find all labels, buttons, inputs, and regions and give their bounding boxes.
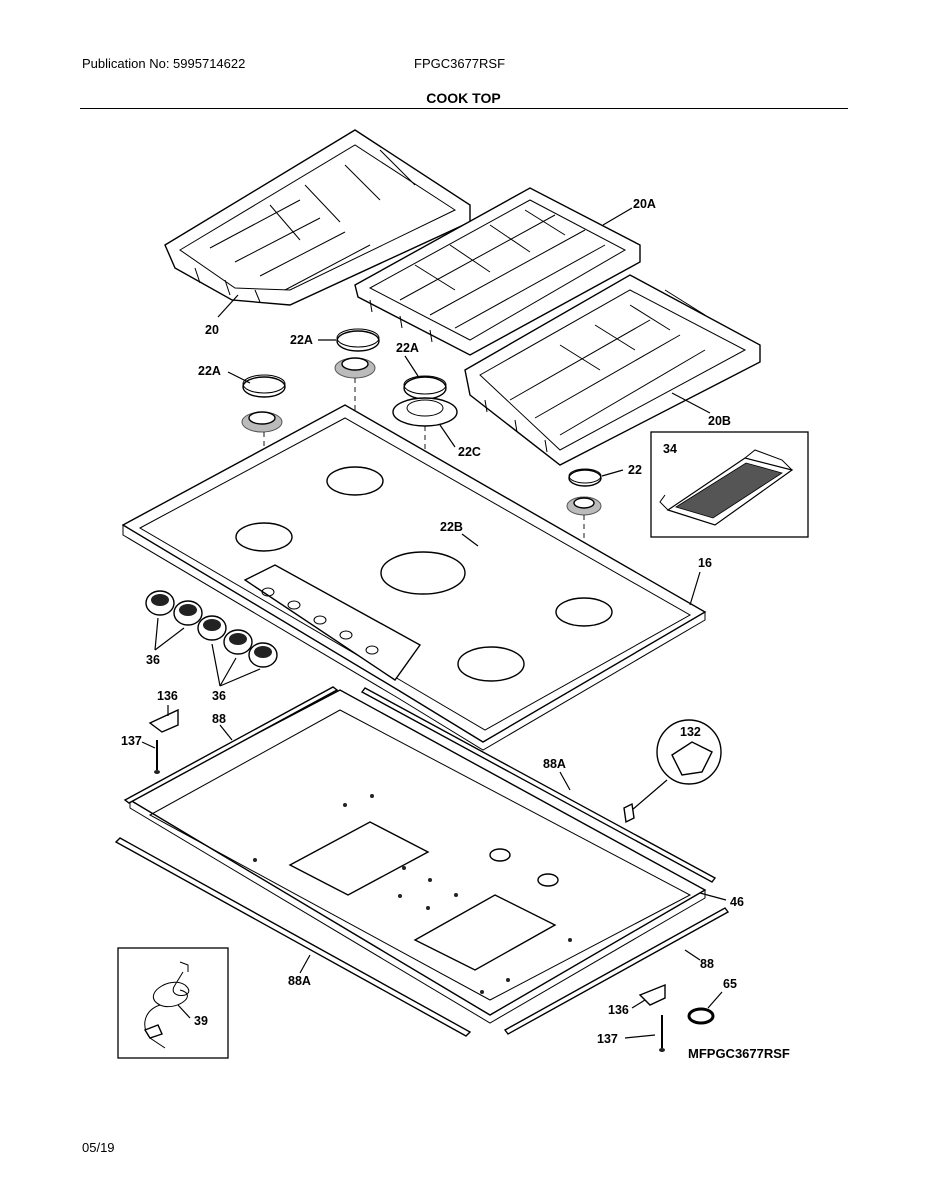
callout-cooktop: 16 — [698, 556, 712, 570]
screw-bottom — [659, 1015, 665, 1052]
bracket-top — [148, 708, 179, 733]
callout-griddle: 34 — [663, 442, 677, 456]
control-knobs — [145, 590, 278, 668]
callout-grommet: 65 — [723, 977, 737, 991]
igniter-detail — [623, 719, 722, 824]
callout-screw-bottom: 137 — [597, 1032, 618, 1046]
callout-knob-group: 36 — [212, 689, 226, 703]
callout-labels: 20 20A 20B 34 22A 22A 22A 22C 22 22B 16 … — [121, 197, 790, 1061]
callout-box: 46 — [730, 895, 744, 909]
screw-top — [154, 740, 160, 774]
footer-date: 05/19 — [82, 1140, 115, 1155]
grommet — [687, 1007, 715, 1025]
callout-cap-large: 22B — [440, 520, 463, 534]
trim-strips — [114, 686, 730, 1037]
burner-head-right — [566, 496, 602, 516]
burner-head-left — [241, 411, 283, 433]
grate-center — [354, 187, 641, 356]
burner-head-center — [392, 397, 458, 427]
callout-screw-top: 137 — [121, 734, 142, 748]
callout-grate-left: 20 — [205, 323, 219, 337]
callout-trim-left: 88A — [288, 974, 311, 988]
callout-trim-bottom: 88 — [700, 957, 714, 971]
callout-cap-back-left: 22A — [290, 333, 313, 347]
cord-inset — [117, 947, 229, 1059]
callout-grate-center: 20A — [633, 197, 656, 211]
burner-head-back-left — [334, 357, 376, 379]
callout-trim-top: 88 — [212, 712, 226, 726]
bracket-bottom — [638, 983, 666, 1006]
cooktop-panel — [121, 404, 707, 751]
callout-igniter-detail: 132 — [680, 725, 701, 739]
burner-cap-back-left — [336, 328, 380, 352]
section-title: COOK TOP — [426, 90, 501, 106]
callout-bracket-bottom: 136 — [608, 1003, 629, 1017]
publication-number: Publication No: 5995714622 — [82, 56, 246, 71]
diagram-id: MFPGC3677RSF — [688, 1046, 790, 1061]
header-divider — [80, 108, 848, 109]
burner-box — [128, 689, 707, 1024]
callout-cap-right: 22 — [628, 463, 642, 477]
callout-cap-center: 22A — [396, 341, 419, 355]
grate-left — [164, 129, 471, 306]
callout-burner-center: 22C — [458, 445, 481, 459]
burner-cap-right — [568, 468, 602, 487]
burner-cap-left — [242, 374, 286, 398]
griddle-inset — [650, 431, 809, 538]
callout-cord: 39 — [194, 1014, 208, 1028]
callout-bracket-top: 136 — [157, 689, 178, 703]
callout-cap-left: 22A — [198, 364, 221, 378]
callout-knob-left: 36 — [146, 653, 160, 667]
callout-grate-right: 20B — [708, 414, 731, 428]
grate-right — [464, 274, 761, 466]
model-number: FPGC3677RSF — [414, 56, 506, 71]
callout-trim-right: 88A — [543, 757, 566, 771]
burner-cap-center — [403, 375, 447, 400]
leader-lines — [141, 207, 727, 1039]
